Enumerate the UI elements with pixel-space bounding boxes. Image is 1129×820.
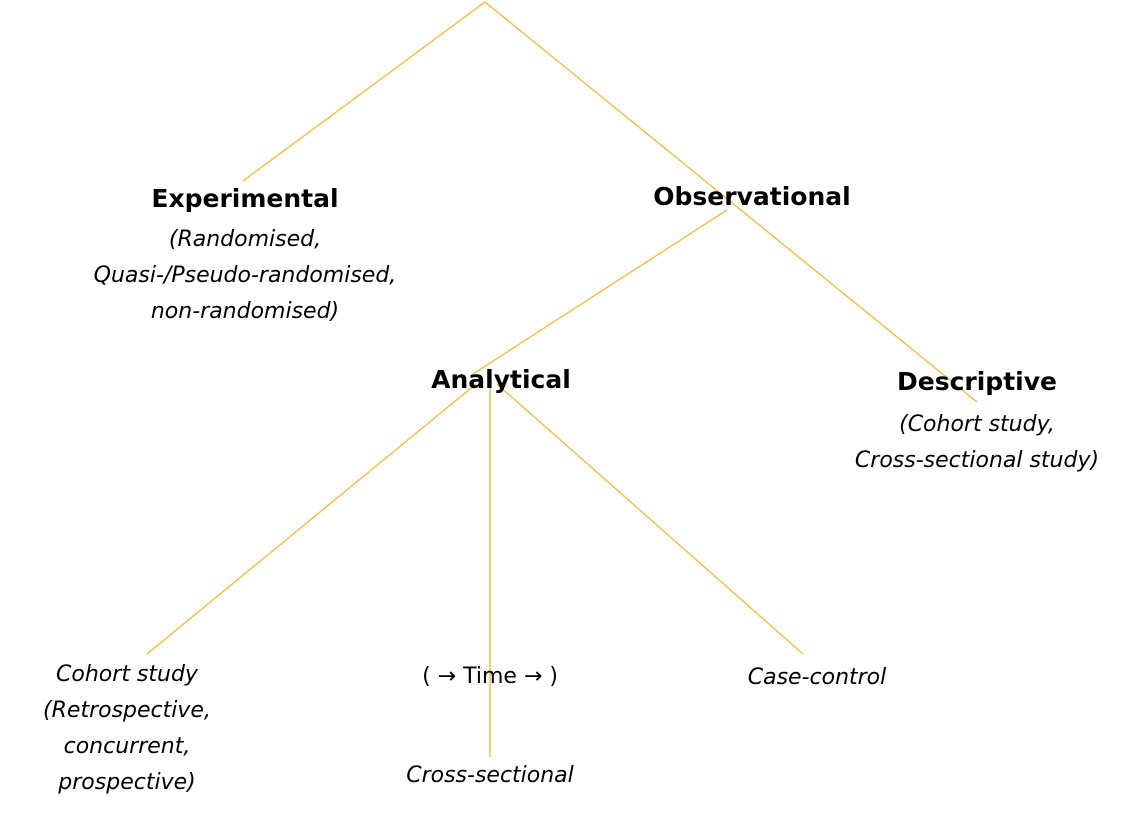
edge-root-experimental xyxy=(242,1,486,182)
edge-observational-analytical xyxy=(472,209,728,375)
edge-root-descriptive xyxy=(484,1,978,403)
node-cross-sectional-label: Cross-sectional xyxy=(406,763,574,788)
node-cohort-line-4: prospective) xyxy=(58,770,196,795)
node-time: ( → Time → ) xyxy=(380,662,600,692)
node-descriptive-sub-1: (Cohort study, xyxy=(899,412,1055,437)
node-cohort-study: Cohort study (Retrospective, concurrent,… xyxy=(12,657,242,801)
node-experimental-sub-2: Quasi-/Pseudo-randomised, xyxy=(93,263,397,288)
node-analytical: Analytical xyxy=(391,365,611,395)
edge-analytical-cohort xyxy=(146,383,477,655)
node-descriptive: Descriptive (Cohort study, Cross-section… xyxy=(837,367,1117,479)
node-cohort-line-3: concurrent, xyxy=(63,734,191,759)
node-experimental-sub-1: (Randomised, xyxy=(168,227,322,252)
node-cohort-line-1: Cohort study xyxy=(56,662,198,687)
node-descriptive-title: Descriptive xyxy=(897,367,1057,396)
node-cohort-line-2: (Retrospective, xyxy=(43,698,211,723)
node-cross-sectional: Cross-sectional xyxy=(380,758,600,794)
node-observational-title: Observational xyxy=(653,182,851,211)
node-experimental: Experimental (Randomised, Quasi-/Pseudo-… xyxy=(60,184,430,330)
node-experimental-sub-3: non-randomised) xyxy=(150,299,340,324)
edge-analytical-case-control xyxy=(496,383,804,655)
node-case-control: Case-control xyxy=(712,660,922,696)
node-descriptive-sub-2: Cross-sectional study) xyxy=(854,448,1100,473)
node-observational: Observational xyxy=(612,182,892,212)
node-analytical-title: Analytical xyxy=(431,365,571,394)
node-experimental-title: Experimental xyxy=(151,184,339,213)
node-case-control-label: Case-control xyxy=(747,665,887,690)
node-time-label: ( → Time → ) xyxy=(422,664,558,689)
